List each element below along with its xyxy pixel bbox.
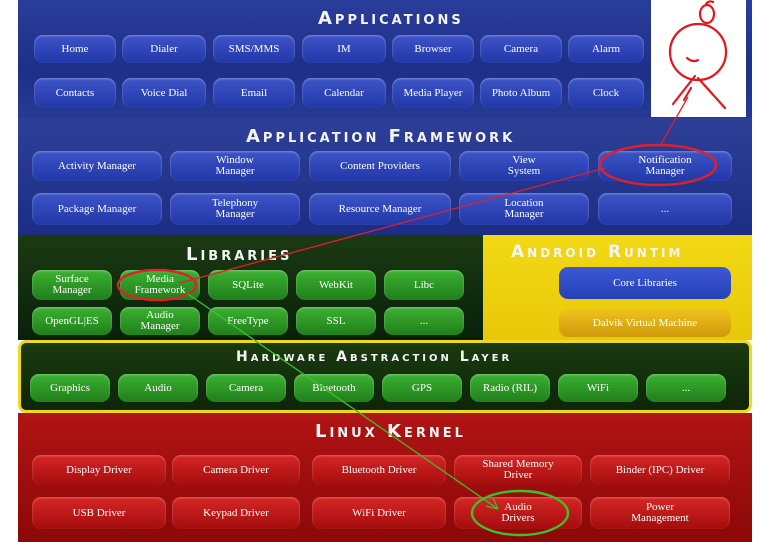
fw-window-manager: Window Manager [170, 151, 300, 181]
lib-more: ... [384, 307, 464, 335]
lib-ssl: SSL [296, 307, 376, 335]
kernel-display-driver: Display Driver [32, 455, 166, 485]
app-browser: Browser [392, 35, 474, 63]
hal-title: Hardware Abstraction Layer [236, 349, 513, 365]
app-voice-dial: Voice Dial [122, 78, 206, 108]
kernel-keypad-driver: Keypad Driver [172, 497, 300, 529]
applications-layer: Applications Home Dialer SMS/MMS IM Brow… [18, 0, 752, 118]
linux-kernel-layer: Linux Kernel Display Driver Camera Drive… [18, 413, 752, 542]
app-sms-mms: SMS/MMS [213, 35, 295, 63]
hal-radio-ril: Radio (RIL) [470, 374, 550, 402]
app-im: IM [302, 35, 386, 63]
kernel-audio-drivers: Audio Drivers [454, 497, 582, 529]
lib-webkit: WebKit [296, 270, 376, 300]
libraries-layer: Libraries Surface Manager Media Framewor… [18, 235, 483, 340]
application-framework-layer: Application Framework Activity Manager W… [18, 118, 752, 235]
lib-opengl-es: OpenGL|ES [32, 307, 112, 335]
fw-package-manager: Package Manager [32, 193, 162, 225]
fw-notification-manager: Notification Manager [598, 151, 732, 181]
kernel-shared-memory-driver: Shared Memory Driver [454, 455, 582, 485]
android-runtime-layer: Android Runtim Core Libraries Dalvik Vir… [483, 235, 752, 340]
hal-camera: Camera [206, 374, 286, 402]
app-media-player: Media Player [392, 78, 474, 108]
fw-view-system: View System [459, 151, 589, 181]
hal-graphics: Graphics [30, 374, 110, 402]
kernel-bluetooth-driver: Bluetooth Driver [312, 455, 446, 485]
hand-sketch-panel [651, 0, 746, 117]
runtime-title: Android Runtim [511, 242, 684, 262]
fw-content-providers: Content Providers [309, 151, 451, 181]
lib-libc: Libc [384, 270, 464, 300]
app-alarm: Alarm [568, 35, 644, 63]
stick-figure-icon [668, 0, 728, 110]
lib-audio-manager: Audio Manager [120, 307, 200, 335]
kernel-usb-driver: USB Driver [32, 497, 166, 529]
fw-telephony-manager: Telephony Manager [170, 193, 300, 225]
fw-activity-manager: Activity Manager [32, 151, 162, 181]
hal-gps: GPS [382, 374, 462, 402]
app-clock: Clock [568, 78, 644, 108]
runtime-dalvik-vm: Dalvik Virtual Machine [559, 309, 731, 337]
lib-surface-manager: Surface Manager [32, 270, 112, 300]
app-dialer: Dialer [122, 35, 206, 63]
kernel-binder-ipc-driver: Binder (IPC) Driver [590, 455, 730, 485]
hal-bluetooth: Bluetooth [294, 374, 374, 402]
kernel-camera-driver: Camera Driver [172, 455, 300, 485]
app-home: Home [34, 35, 116, 63]
lib-media-framework: Media Framework [120, 270, 200, 300]
fw-more: ... [598, 193, 732, 225]
hardware-abstraction-layer: Hardware Abstraction Layer Graphics Audi… [18, 340, 752, 413]
applications-title: Applications [318, 8, 464, 29]
lib-sqlite: SQLite [208, 270, 288, 300]
fw-resource-manager: Resource Manager [309, 193, 451, 225]
app-contacts: Contacts [34, 78, 116, 108]
kernel-power-management: Power Management [590, 497, 730, 529]
kernel-wifi-driver: WiFi Driver [312, 497, 446, 529]
fw-location-manager: Location Manager [459, 193, 589, 225]
kernel-title: Linux Kernel [315, 421, 466, 442]
app-email: Email [213, 78, 295, 108]
hal-audio: Audio [118, 374, 198, 402]
runtime-core-libraries: Core Libraries [559, 267, 731, 299]
libraries-title: Libraries [186, 244, 293, 265]
app-photo-album: Photo Album [480, 78, 562, 108]
app-camera: Camera [480, 35, 562, 63]
hal-more: ... [646, 374, 726, 402]
hal-wifi: WiFi [558, 374, 638, 402]
framework-title: Application Framework [246, 126, 516, 147]
app-calendar: Calendar [302, 78, 386, 108]
lib-freetype: FreeType [208, 307, 288, 335]
